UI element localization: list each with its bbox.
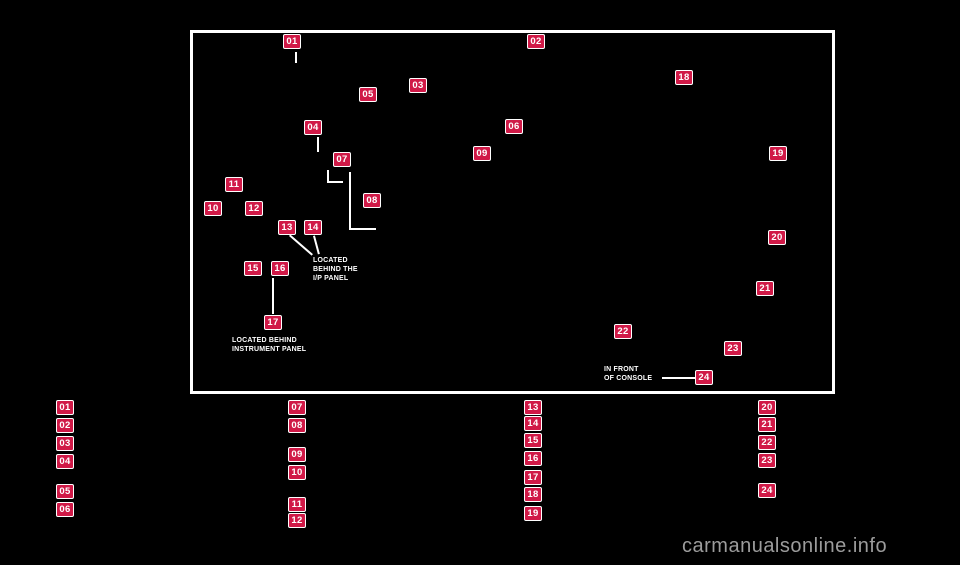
legend-badge-24: 24	[758, 483, 776, 498]
callout-badge-09: 09	[473, 146, 491, 161]
legend-badge-18: 18	[524, 487, 542, 502]
connector-line	[349, 172, 351, 230]
callout-badge-22: 22	[614, 324, 632, 339]
connector-line	[349, 228, 376, 230]
callout-badge-08: 08	[363, 193, 381, 208]
connector-line	[295, 52, 297, 63]
connector-line	[662, 377, 695, 379]
callout-badge-24: 24	[695, 370, 713, 385]
legend-badge-03: 03	[56, 436, 74, 451]
connector-line	[272, 278, 274, 314]
legend-badge-19: 19	[524, 506, 542, 521]
legend-badge-12: 12	[288, 513, 306, 528]
callout-badge-01: 01	[283, 34, 301, 49]
callout-badge-21: 21	[756, 281, 774, 296]
legend-badge-07: 07	[288, 400, 306, 415]
legend-badge-13: 13	[524, 400, 542, 415]
legend-badge-05: 05	[56, 484, 74, 499]
legend-badge-16: 16	[524, 451, 542, 466]
connector-line	[327, 181, 343, 183]
callout-badge-06: 06	[505, 119, 523, 134]
callout-badge-04: 04	[304, 120, 322, 135]
legend-badge-17: 17	[524, 470, 542, 485]
callout-badge-17: 17	[264, 315, 282, 330]
callout-badge-13: 13	[278, 220, 296, 235]
legend-badge-22: 22	[758, 435, 776, 450]
legend-badge-21: 21	[758, 417, 776, 432]
callout-badge-23: 23	[724, 341, 742, 356]
legend-badge-04: 04	[56, 454, 74, 469]
callout-badge-15: 15	[244, 261, 262, 276]
callout-badge-12: 12	[245, 201, 263, 216]
callout-badge-19: 19	[769, 146, 787, 161]
watermark: carmanualsonline.info	[682, 535, 888, 557]
legend-badge-06: 06	[56, 502, 74, 517]
legend-badge-10: 10	[288, 465, 306, 480]
callout-badge-18: 18	[675, 70, 693, 85]
callout-badge-10: 10	[204, 201, 222, 216]
legend-badge-08: 08	[288, 418, 306, 433]
legend-badge-11: 11	[288, 497, 306, 512]
legend-badge-02: 02	[56, 418, 74, 433]
callout-badge-14: 14	[304, 220, 322, 235]
diagram-frame	[190, 30, 835, 394]
legend-badge-20: 20	[758, 400, 776, 415]
connector-line	[327, 170, 329, 183]
callout-badge-05: 05	[359, 87, 377, 102]
callout-badge-16: 16	[271, 261, 289, 276]
legend-badge-09: 09	[288, 447, 306, 462]
legend-badge-15: 15	[524, 433, 542, 448]
callout-badge-20: 20	[768, 230, 786, 245]
legend-badge-01: 01	[56, 400, 74, 415]
callout-badge-03: 03	[409, 78, 427, 93]
legend-badge-14: 14	[524, 416, 542, 431]
callout-badge-02: 02	[527, 34, 545, 49]
callout-badge-07: 07	[333, 152, 351, 167]
callout-badge-11: 11	[225, 177, 243, 192]
legend-badge-23: 23	[758, 453, 776, 468]
connector-line	[317, 137, 319, 152]
